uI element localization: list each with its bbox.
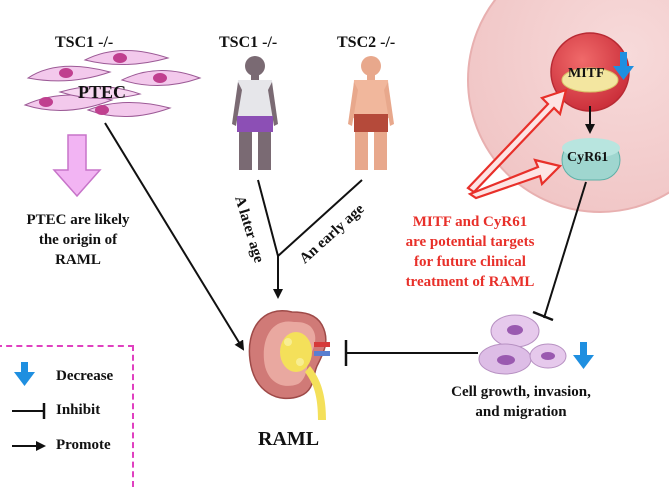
decrease-arrow-mitf-icon [613, 52, 634, 80]
ptec-origin-arrow [52, 134, 102, 198]
legend-inhibit-label: Inhibit [56, 402, 101, 418]
targets-line-3: for future clinical [414, 254, 526, 270]
label-tsc2: TSC2 -/- [337, 34, 396, 51]
cyr61-shape [561, 138, 621, 181]
targets-text: MITF and CyR61 are potential targets for… [386, 212, 554, 292]
ptec-to-raml-arrow [104, 122, 245, 351]
target-arrows [466, 88, 568, 200]
tumor-cells [478, 314, 567, 375]
decrease-arrow-cells-icon [573, 342, 594, 369]
ptec-origin-line-2: the origin of [38, 232, 118, 248]
cell-background [467, 0, 669, 213]
label-mitf: MITF [568, 66, 605, 81]
label-tsc1-left: TSC1 -/- [55, 34, 114, 51]
cells-inhibit-raml-line [344, 340, 478, 366]
legend-box [0, 345, 134, 487]
ptec-origin-line-3: RAML [55, 252, 101, 268]
ptec-origin-line-1: PTEC are likely [26, 212, 130, 228]
targets-line-2: are potential targets [405, 234, 535, 250]
legend-inhibit-icon [12, 403, 46, 419]
legend-decrease-icon [14, 362, 35, 386]
human-figure-tsc2 [348, 56, 394, 170]
cell-growth-text: Cell growth, invasion, and migration [431, 382, 611, 422]
legend-decrease-label: Decrease [56, 368, 114, 384]
diagram-canvas [12, 0, 669, 451]
label-tsc1-mid: TSC1 -/- [219, 34, 278, 51]
label-ptec: PTEC [78, 82, 127, 102]
ptec-origin-text: PTEC are likely the origin of RAML [16, 210, 140, 270]
legend-promote-label: Promote [56, 437, 111, 453]
targets-line-1: MITF and CyR61 [412, 214, 528, 230]
kidney [248, 310, 330, 420]
human-figure-tsc1 [232, 56, 278, 170]
cell-growth-line-1: Cell growth, invasion, [451, 384, 591, 400]
label-cyr61: CyR61 [567, 150, 609, 165]
age-arrows [257, 179, 363, 299]
cyr61-inhibit-line [532, 181, 587, 322]
ptec-cells [23, 50, 202, 117]
label-raml: RAML [258, 428, 320, 450]
cell-growth-line-2: and migration [475, 404, 567, 420]
targets-line-4: treatment of RAML [405, 274, 535, 290]
